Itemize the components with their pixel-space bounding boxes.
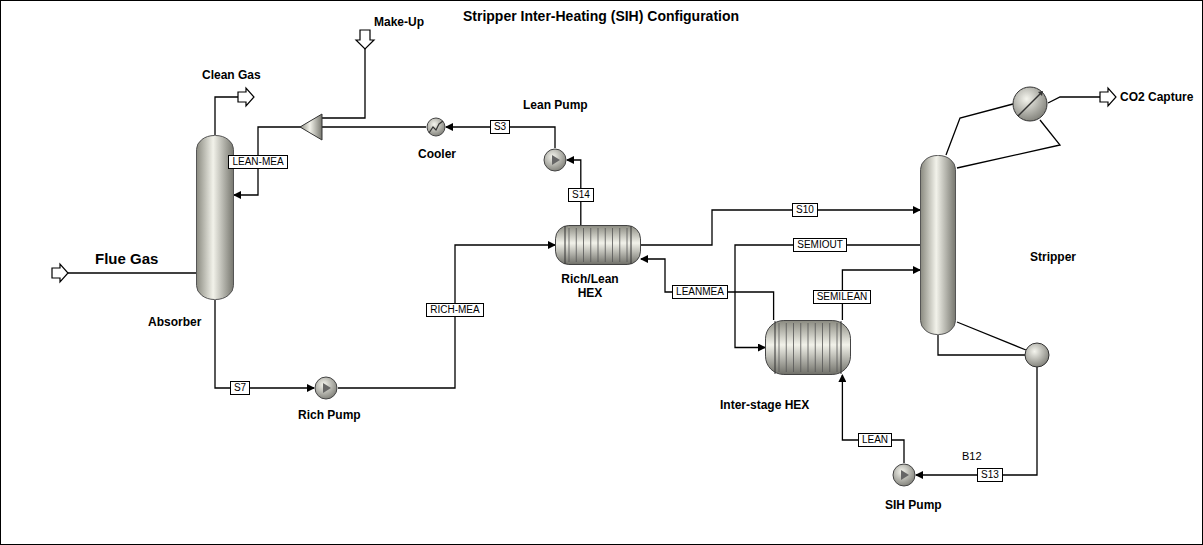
stream-name: CO2 Capture	[1120, 90, 1193, 104]
stream-line	[842, 375, 904, 463]
stream-line	[641, 259, 774, 320]
reboiler-symbol	[1025, 343, 1049, 367]
reflux-line	[957, 120, 1060, 168]
pump-block: Lean Pump	[543, 148, 567, 172]
block-name: Stripper	[1030, 250, 1076, 264]
stream-tag: S7	[230, 381, 250, 395]
block-name: Absorber	[148, 315, 201, 329]
equipment-icon	[543, 148, 567, 172]
reboiler-line	[957, 322, 1026, 350]
heat-exchanger: Rich/Lean HEX	[555, 225, 641, 265]
stream-tag: LEANMEA	[672, 285, 728, 299]
pump-block: Rich Pump	[314, 376, 338, 400]
stream-line	[215, 300, 314, 388]
equipment-icon	[920, 155, 956, 335]
block-name: Rich/Lean HEX	[555, 272, 625, 300]
block-name: Rich Pump	[298, 408, 361, 422]
cooler-block: Cooler	[426, 117, 446, 137]
feed-arrow	[52, 264, 68, 282]
mixer-symbol	[300, 114, 322, 140]
product-arrow	[238, 88, 254, 106]
feed-arrow	[356, 30, 374, 49]
equipment-icon	[765, 320, 851, 375]
flue-gas-line	[68, 272, 196, 273]
stream-tag: S14	[568, 188, 594, 202]
block-name: Inter-stage HEX	[720, 398, 809, 412]
co2-line	[1048, 97, 1100, 103]
clean-gas-line	[215, 97, 238, 135]
stream-tag: LEAN-MEA	[228, 155, 287, 169]
stream-tag: S13	[977, 468, 1003, 482]
equipment-icon	[314, 376, 338, 400]
stream-line	[338, 245, 555, 388]
stream-tag: S10	[792, 203, 818, 217]
block-id: B12	[962, 450, 982, 462]
equipment-icon	[892, 463, 916, 487]
stream-line	[641, 210, 920, 245]
condenser-symbol	[1013, 87, 1047, 121]
stream-name: Clean Gas	[202, 68, 261, 82]
stream-tag: RICH-MEA	[426, 303, 483, 317]
product-arrow	[1100, 88, 1116, 106]
condenser-line	[946, 104, 1013, 155]
block-name: Lean Pump	[523, 98, 588, 112]
equipment-icon	[426, 117, 446, 137]
block-name: SIH Pump	[885, 498, 942, 512]
equipment-icon	[555, 225, 641, 265]
stream-tag: SEMIOUT	[793, 238, 847, 252]
make-up-line	[322, 48, 365, 118]
stream-line	[916, 335, 1037, 475]
stream-name: Flue Gas	[95, 250, 158, 267]
stream-tag: SEMILEAN	[813, 290, 872, 304]
stream-tag: S3	[490, 120, 510, 134]
stripper-column: Stripper	[920, 155, 956, 335]
diagram-title: Stripper Inter-Heating (SIH) Configurati…	[463, 8, 739, 24]
pump-block: SIH Pump	[892, 463, 916, 487]
stream-tag: LEAN	[858, 433, 892, 447]
block-name: Cooler	[418, 147, 456, 161]
stream-name: Make-Up	[374, 15, 424, 29]
heat-exchanger: Inter-stage HEX	[765, 320, 851, 375]
